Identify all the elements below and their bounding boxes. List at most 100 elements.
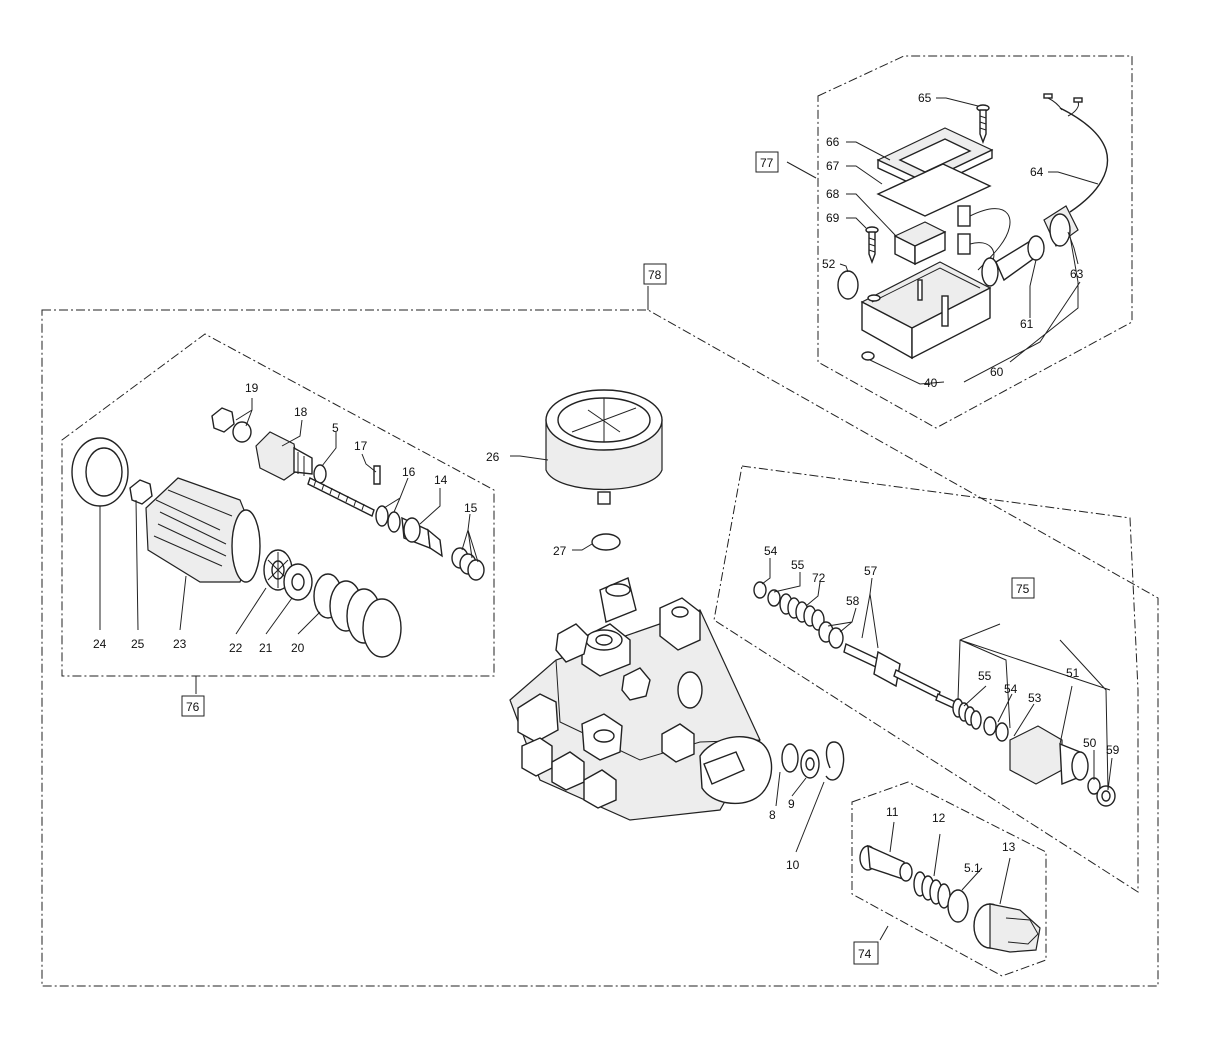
label-58: 58: [846, 594, 860, 608]
seal-ring-24: [71, 437, 129, 507]
label-54-lower: 54: [1004, 682, 1018, 696]
label-26: 26: [486, 450, 500, 464]
spring-55b: [952, 698, 982, 730]
label-66: 66: [826, 135, 840, 149]
ring-53: [995, 722, 1009, 742]
nut-25: [129, 479, 153, 505]
svg-text:77: 77: [760, 156, 774, 170]
label-60: 60: [990, 365, 1004, 379]
label-5-1: 5.1: [964, 861, 981, 875]
plug-13: [973, 903, 1041, 953]
label-17: 17: [354, 439, 368, 453]
switch-housing-40: [860, 261, 992, 360]
label-21: 21: [259, 641, 273, 655]
svg-text:76: 76: [186, 700, 200, 714]
spring-20: [313, 573, 402, 658]
label-5: 5: [332, 421, 339, 435]
label-18: 18: [294, 405, 308, 419]
pin-17: [373, 465, 381, 485]
box-label-75: 75: [1011, 577, 1035, 599]
screw-65: [976, 104, 990, 144]
pressure-gauge-26: [545, 389, 663, 505]
label-20: 20: [291, 641, 305, 655]
label-25: 25: [131, 637, 145, 651]
label-40: 40: [924, 376, 938, 390]
label-63: 63: [1070, 267, 1084, 281]
regulator-knob-23: [145, 477, 261, 583]
pump-manifold: [509, 577, 773, 821]
o-ring-27: [591, 533, 621, 551]
ring-54a: [753, 581, 767, 599]
assembly-74-outline: [851, 781, 1047, 977]
label-64: 64: [1030, 165, 1044, 179]
label-11: 11: [886, 805, 899, 819]
label-65: 65: [918, 91, 932, 105]
microswitch-68: [893, 205, 1011, 271]
washer-9: [800, 749, 820, 779]
box-label-74: 74: [853, 941, 879, 965]
label-22: 22: [229, 641, 243, 655]
nut-59: [1096, 785, 1116, 807]
label-52: 52: [822, 257, 836, 271]
svg-text:78: 78: [648, 268, 662, 282]
label-14: 14: [434, 473, 448, 487]
assembly-78-outline: [41, 309, 1159, 987]
label-12: 12: [932, 811, 946, 825]
label-68: 68: [826, 187, 840, 201]
label-61: 61: [1020, 317, 1034, 331]
screw-69: [865, 226, 879, 264]
cable-gland-61-63: [981, 205, 1079, 287]
leader-lines: [99, 97, 1113, 941]
box-label-76: 76: [181, 695, 205, 717]
cable-64: [1043, 93, 1109, 213]
spring-72: [779, 593, 825, 631]
label-67: 67: [826, 159, 840, 173]
assembly-76-outline: [61, 333, 495, 677]
rings-58: [818, 621, 844, 649]
box-label-77: 77: [755, 151, 779, 173]
label-55-upper: 55: [791, 558, 805, 572]
circlip-10: [825, 741, 845, 781]
label-59: 59: [1106, 743, 1120, 757]
valve-11: [859, 844, 913, 882]
nut-60: [861, 351, 875, 361]
unloader-piston-57: [843, 643, 961, 711]
unloader-body-51: [1009, 725, 1089, 786]
label-10: 10: [786, 858, 800, 872]
threaded-rod: [307, 477, 375, 517]
label-69: 69: [826, 211, 840, 225]
svg-text:74: 74: [858, 947, 872, 961]
valve-body-18: [255, 431, 313, 481]
o-ring-5-1: [947, 889, 969, 923]
label-19: 19: [245, 381, 259, 395]
label-13: 13: [1002, 840, 1016, 854]
label-24: 24: [93, 637, 107, 651]
label-55-lower: 55: [978, 669, 992, 683]
assembly-77-outline: [817, 55, 1133, 429]
label-72: 72: [812, 571, 826, 585]
label-54-upper: 54: [764, 544, 778, 558]
label-51: 51: [1066, 666, 1080, 680]
label-27: 27: [553, 544, 567, 558]
label-57: 57: [864, 564, 878, 578]
label-16: 16: [402, 465, 416, 479]
label-50: 50: [1083, 736, 1097, 750]
o-ring-52: [837, 270, 859, 300]
label-15: 15: [464, 501, 478, 515]
ring-54b: [983, 716, 997, 736]
rings-15: [451, 547, 485, 581]
ring-55a: [767, 589, 781, 607]
gasket-67: [876, 163, 992, 217]
nut-19: [211, 407, 252, 443]
piston-14: [401, 516, 443, 558]
spring-seat-21: [283, 563, 313, 601]
svg-text:75: 75: [1016, 582, 1030, 596]
box-label-78: 78: [643, 263, 667, 285]
o-rings-16: [375, 505, 401, 533]
ring-8: [781, 743, 799, 773]
label-9: 9: [788, 797, 795, 811]
assembly-75-outline: [713, 465, 1139, 893]
label-53: 53: [1028, 691, 1042, 705]
label-8: 8: [769, 808, 776, 822]
